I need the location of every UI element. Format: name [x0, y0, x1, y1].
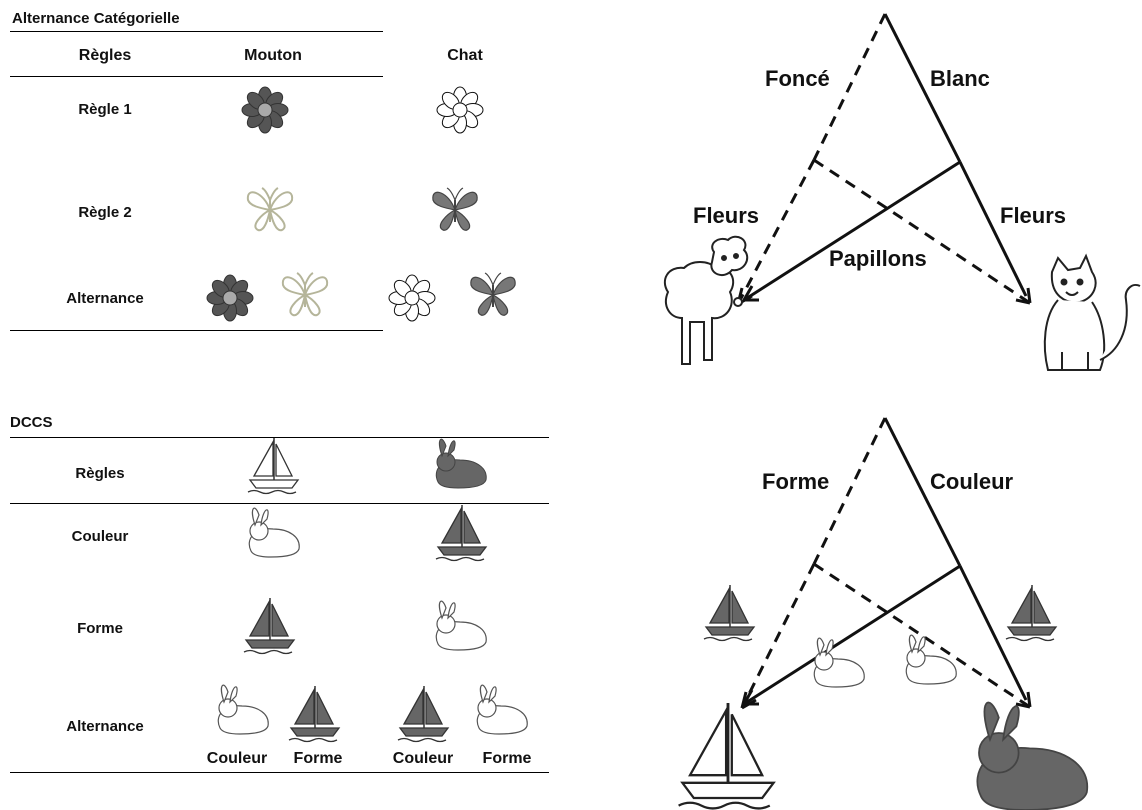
boat-dark-icon [1005, 584, 1057, 642]
bottom-row-label-regles: Règles [75, 465, 125, 482]
boat-dark-icon [703, 584, 755, 642]
sub-label-couleur-2: Couleur [392, 750, 454, 767]
top-tree-label-papillons: Papillons [829, 246, 927, 271]
rabbit-white-icon [813, 637, 865, 688]
flower-dark-icon [206, 274, 254, 322]
top-table-rule-top [10, 31, 383, 32]
bottom-table-rule-header [10, 503, 549, 504]
bottom-tree-label-forme: Forme [762, 469, 830, 494]
rabbit-white-icon [476, 684, 528, 735]
rabbit-white-icon [217, 684, 269, 735]
flower-white-icon [388, 274, 436, 322]
bottom-tree-label-couleur: Couleur [930, 469, 1014, 494]
top-tree-label-fleurs-right: Fleurs [1000, 203, 1067, 228]
boat-white-large-icon [677, 701, 776, 810]
boat-white-icon [247, 437, 299, 495]
top-header-regles: Règles [78, 47, 132, 64]
boat-dark-icon [288, 685, 340, 743]
butterfly-dark-icon [469, 272, 517, 317]
boat-dark-icon [397, 685, 449, 743]
top-table-title: Alternance Catégorielle [12, 10, 180, 27]
rabbit-dark-icon [435, 438, 487, 489]
bottom-row-label-couleur: Couleur [71, 528, 129, 545]
boat-dark-icon [435, 504, 487, 562]
sub-label-couleur-1: Couleur [206, 750, 268, 767]
butterfly-light-icon [246, 187, 294, 232]
top-table-rule-bottom [10, 330, 383, 331]
bottom-tree-lines [740, 417, 1032, 710]
butterfly-dark-icon [431, 187, 479, 232]
top-header-mouton: Mouton [244, 47, 302, 64]
top-tree-label-fleurs-left: Fleurs [693, 203, 760, 228]
rabbit-dark-large-icon [976, 701, 1089, 810]
top-tree-label-fonce: Foncé [765, 66, 830, 91]
bottom-table-rule-top [10, 437, 549, 438]
bottom-table-rule-bottom [10, 772, 549, 773]
butterfly-light-icon [281, 272, 329, 317]
sub-label-forme-2: Forme [482, 750, 532, 767]
rabbit-white-icon [435, 600, 487, 651]
top-row-label-alternance: Alternance [66, 290, 144, 307]
top-table-rule-header [10, 76, 383, 77]
top-tree-lines [736, 13, 1032, 306]
bottom-row-label-alternance: Alternance [66, 718, 144, 735]
top-row-label-regle1: Règle 1 [78, 101, 132, 118]
cat-icon [1043, 253, 1141, 371]
bottom-row-label-forme: Forme [77, 620, 123, 637]
sheep-icon [663, 235, 749, 365]
top-tree-label-blanc: Blanc [930, 66, 990, 91]
top-header-chat: Chat [447, 47, 483, 64]
top-row-label-regle2: Règle 2 [78, 204, 132, 221]
sub-label-forme-1: Forme [293, 750, 343, 767]
flower-dark-icon [241, 86, 289, 134]
bottom-table-title: DCCS [10, 414, 53, 431]
boat-dark-icon [243, 597, 295, 655]
flower-white-icon [436, 86, 484, 134]
rabbit-white-icon [248, 507, 300, 558]
